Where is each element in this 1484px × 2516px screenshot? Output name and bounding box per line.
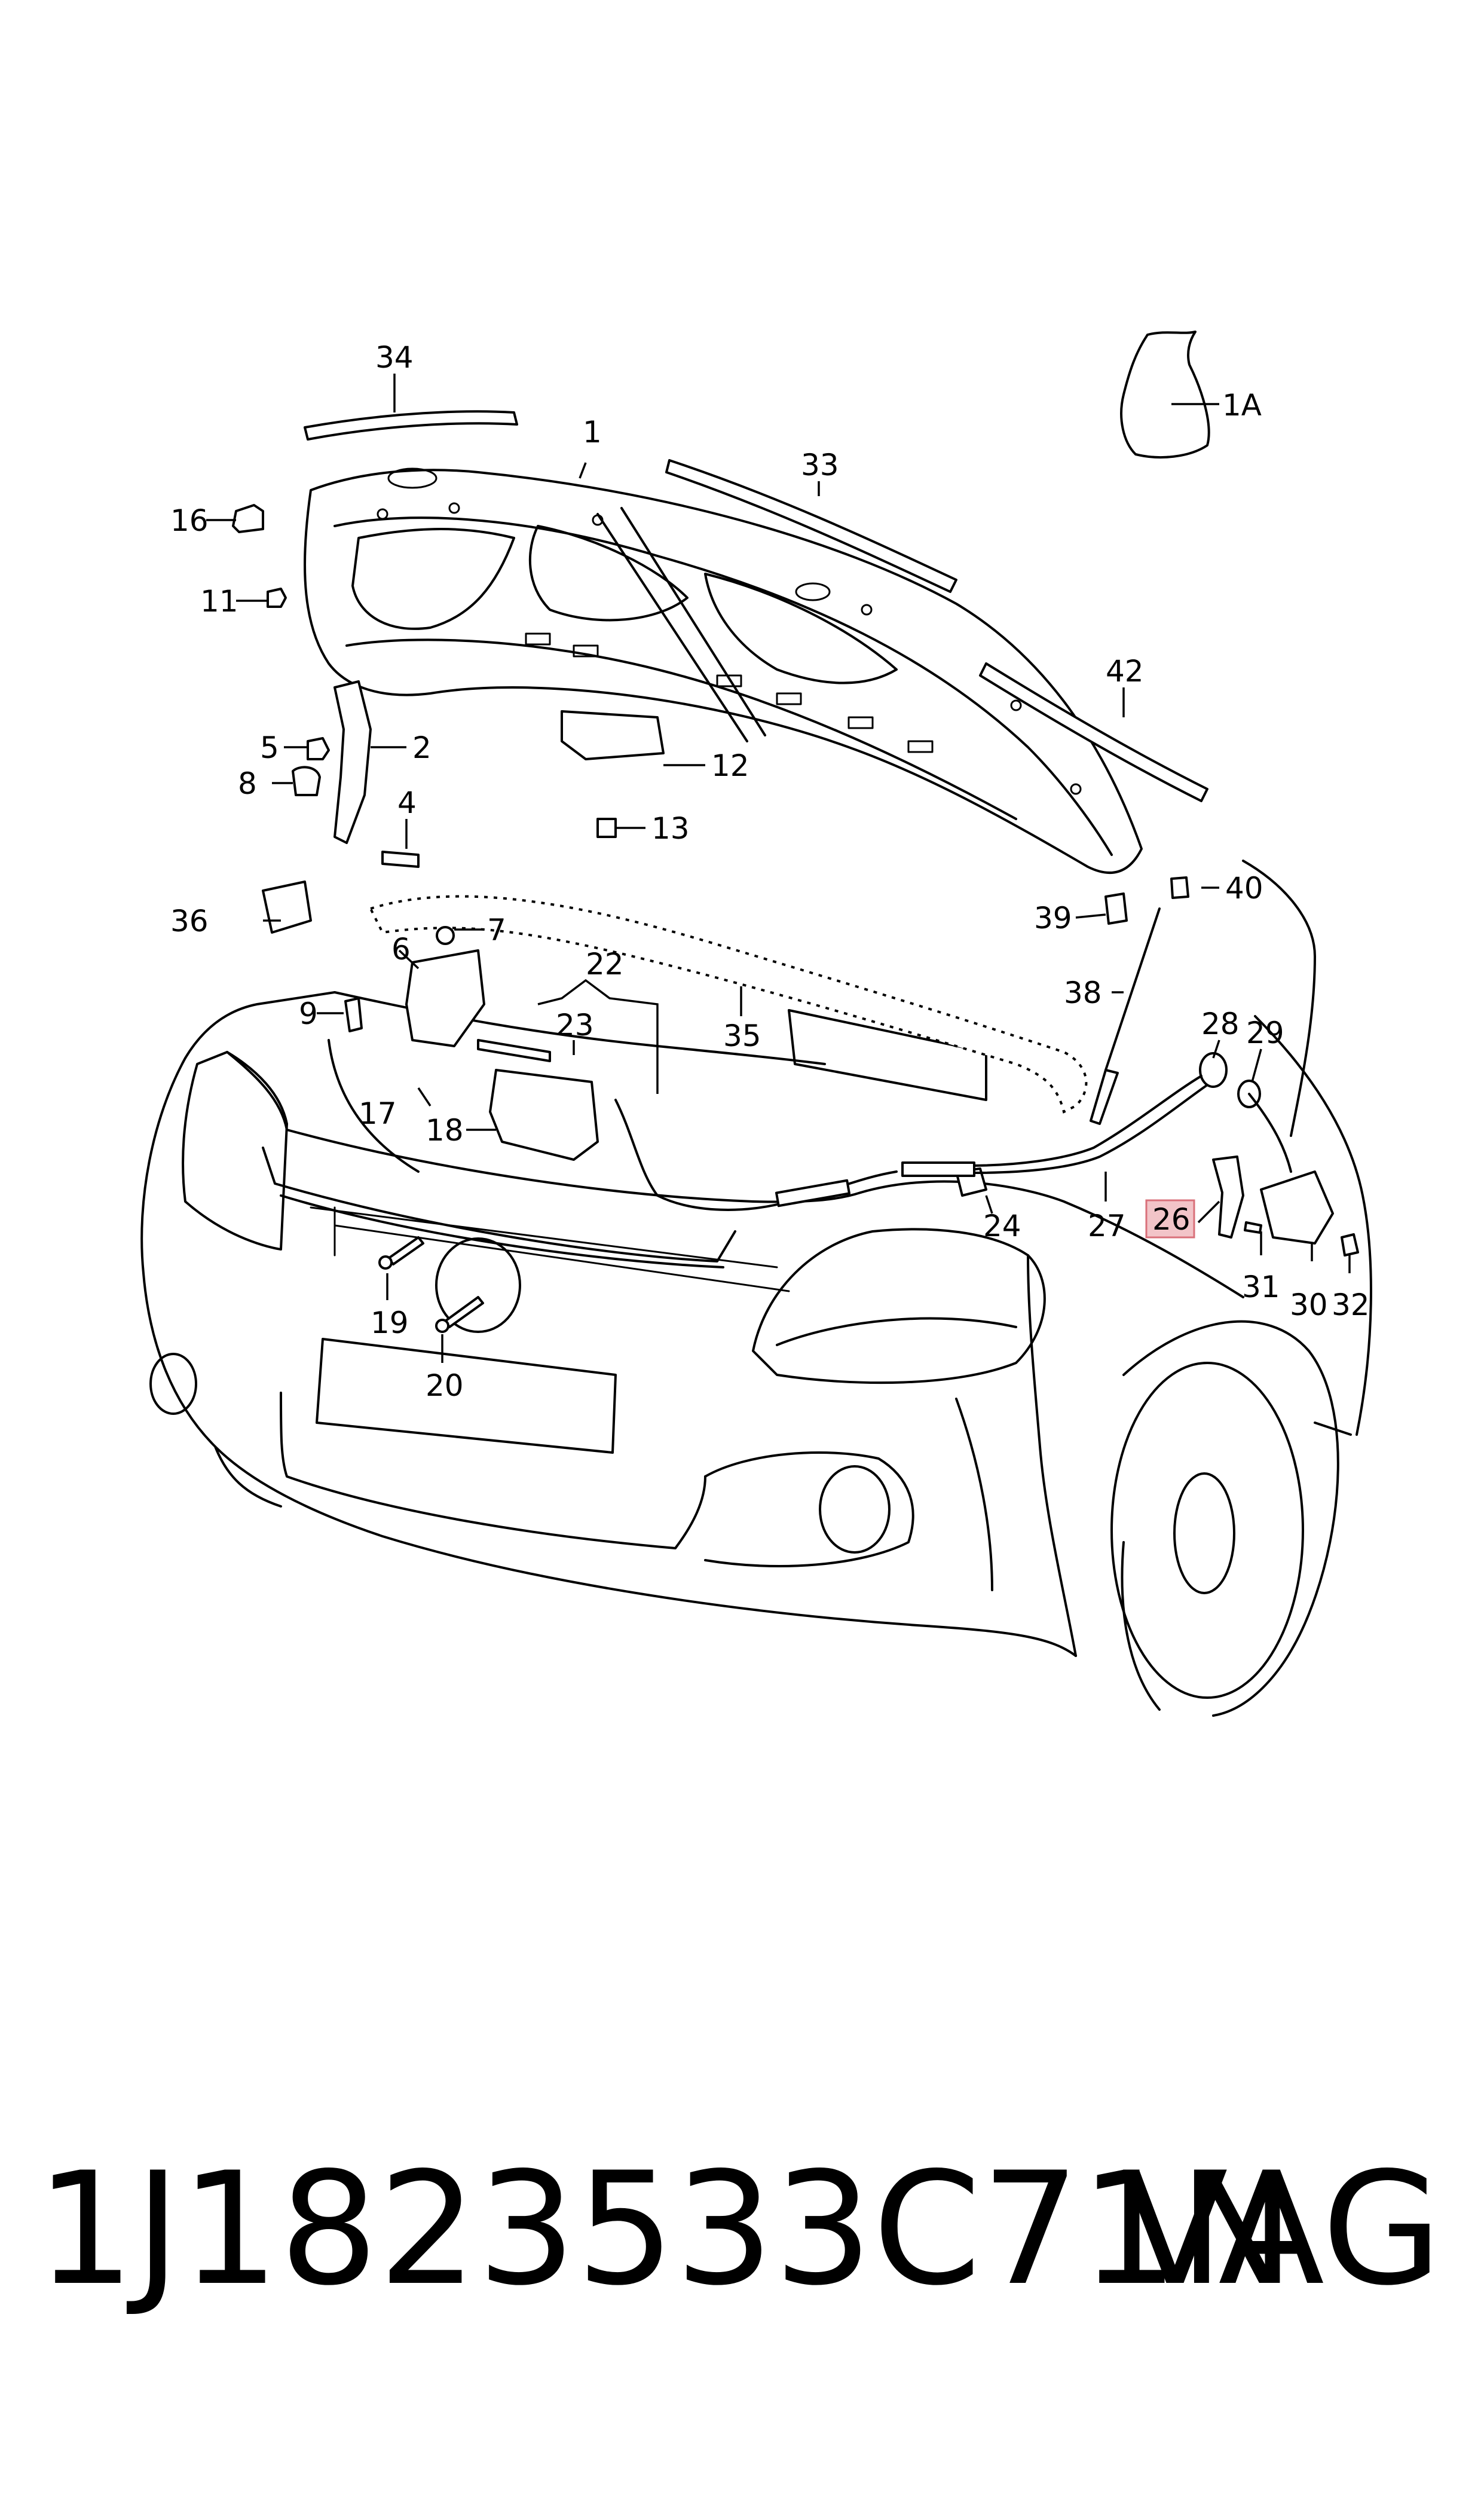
highlight-box-26 bbox=[1145, 1199, 1195, 1239]
callout-36: 36 bbox=[170, 904, 209, 938]
callout-7: 7 bbox=[487, 913, 506, 947]
bag-1a bbox=[1120, 331, 1210, 458]
callout-23: 23 bbox=[556, 1008, 594, 1043]
callout-32: 32 bbox=[1332, 1288, 1370, 1322]
callout-24: 24 bbox=[983, 1209, 1021, 1243]
car-body bbox=[140, 860, 1372, 1717]
callout-12: 12 bbox=[711, 748, 749, 783]
callout-38: 38 bbox=[1064, 976, 1102, 1010]
callout-4: 4 bbox=[397, 785, 417, 820]
callout-17: 17 bbox=[359, 1096, 397, 1131]
callout-28: 28 bbox=[1201, 1007, 1240, 1041]
callout-33: 33 bbox=[801, 448, 839, 482]
callout-11: 11 bbox=[200, 584, 238, 619]
leader-lines bbox=[206, 374, 1351, 1363]
callout-35: 35 bbox=[723, 1019, 761, 1053]
callout-2: 2 bbox=[412, 730, 432, 765]
callout-22: 22 bbox=[586, 947, 624, 982]
callout-39: 39 bbox=[1034, 901, 1072, 936]
callout-8: 8 bbox=[238, 766, 257, 801]
callout-16: 16 bbox=[170, 503, 209, 538]
callout-5: 5 bbox=[260, 730, 279, 765]
callout-1a: 1A bbox=[1222, 388, 1262, 423]
release-cable bbox=[614, 1075, 1292, 1211]
callout-1: 1 bbox=[583, 415, 602, 450]
callout-29: 29 bbox=[1246, 1016, 1284, 1050]
brand-label: VAG bbox=[1122, 2139, 1442, 2320]
seal-strip-34 bbox=[304, 410, 518, 441]
callout-34: 34 bbox=[375, 340, 414, 375]
seal-strip-33 bbox=[665, 459, 957, 593]
hardware bbox=[232, 504, 1359, 1333]
seal-strip-42 bbox=[979, 662, 1208, 802]
callout-18: 18 bbox=[426, 1113, 464, 1148]
callout-6: 6 bbox=[391, 932, 411, 967]
callout-labels: 1 1A 2 4 5 6 7 8 9 11 12 13 16 17 18 19 … bbox=[170, 340, 1370, 1403]
callout-31: 31 bbox=[1242, 1270, 1280, 1304]
callout-26: 26 bbox=[1152, 1202, 1191, 1237]
callout-13: 13 bbox=[651, 811, 690, 846]
hood-panel bbox=[304, 467, 1143, 874]
callout-20: 20 bbox=[426, 1368, 464, 1403]
seal-strip-35 bbox=[369, 895, 1088, 1114]
callout-19: 19 bbox=[371, 1306, 409, 1340]
callout-40: 40 bbox=[1225, 871, 1263, 906]
callout-27: 27 bbox=[1088, 1209, 1126, 1243]
callout-30: 30 bbox=[1290, 1288, 1328, 1322]
part-number-label: 1J1823533C71N bbox=[36, 2139, 1295, 2320]
callout-42: 42 bbox=[1106, 654, 1144, 689]
callout-9: 9 bbox=[299, 996, 318, 1031]
